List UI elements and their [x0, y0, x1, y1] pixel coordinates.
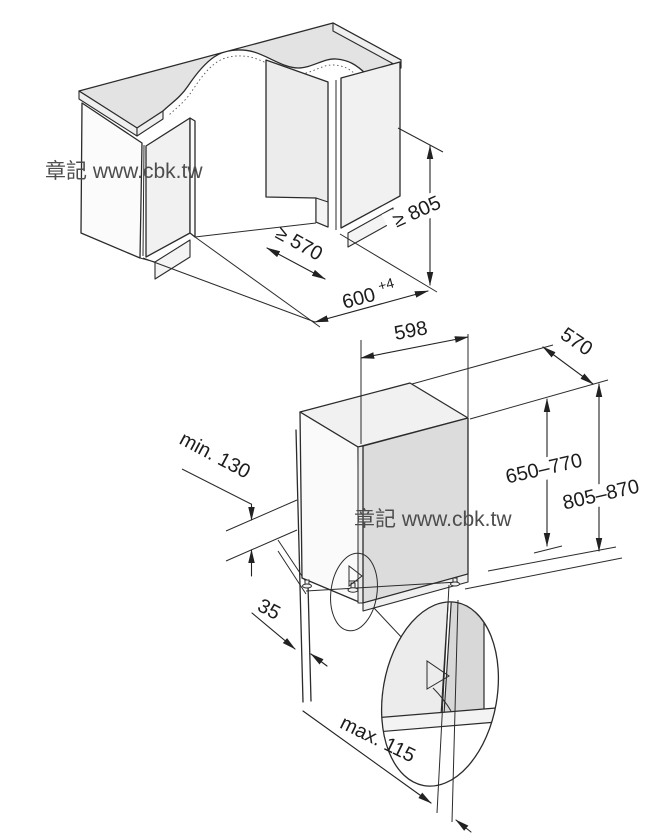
- floor-reference-upper: [487, 546, 617, 572]
- width-left-extension-line: [194, 236, 321, 328]
- right-cabinet-door: [340, 61, 401, 229]
- left-cabinet-door-gap: [142, 144, 145, 257]
- appliance-box: [299, 382, 469, 612]
- countertop-right-edge: [332, 22, 402, 69]
- foot-pointer-large: [426, 660, 450, 690]
- max-depth-extension-right: [451, 599, 459, 823]
- right-cabinet: [335, 61, 401, 248]
- furniture-front-plane-line-1: [295, 429, 304, 703]
- detail-ellipse-outline: [380, 601, 500, 787]
- top-niche-diagram: ≥ 570 ≥ 805 600 +4 章記 www.cbk.tw: [45, 22, 452, 328]
- max-depth-extension-left: [436, 584, 450, 814]
- countertop-surface: [78, 22, 402, 129]
- floor-diagonal-line-2: [277, 550, 307, 595]
- floor-reference-lower: [464, 557, 623, 590]
- plinth-recess-line-upper: [225, 499, 298, 532]
- watermark-text-bottom: 章記 www.cbk.tw: [354, 508, 512, 531]
- niche-floor-front-edge: [194, 222, 317, 238]
- watermark-text-top: 章記 www.cbk.tw: [45, 160, 203, 183]
- countertop-front-left-edge: [136, 110, 164, 137]
- niche-width-tolerance-label: +4: [376, 274, 396, 294]
- niche-interior: [194, 59, 329, 238]
- niche-right-panel-plinth: [315, 197, 329, 228]
- countertop-cut-dotted-line: [167, 55, 363, 117]
- height-top-extension-line: [397, 127, 444, 153]
- appliance-foot-left: [302, 579, 312, 589]
- depth-extension-left: [411, 344, 554, 385]
- appliance-foot-right: [450, 577, 460, 587]
- width-right-extension-line: [339, 233, 438, 293]
- callout-leader-line: [373, 607, 405, 641]
- floor-reference-line: [142, 257, 316, 323]
- door-height-bottom-tick: [533, 545, 563, 554]
- depth-extension-right: [469, 379, 609, 420]
- plinth-recess-line-lower: [225, 529, 298, 562]
- detail-callout-small: [330, 552, 405, 641]
- left-cabinet-plinth: [154, 239, 191, 280]
